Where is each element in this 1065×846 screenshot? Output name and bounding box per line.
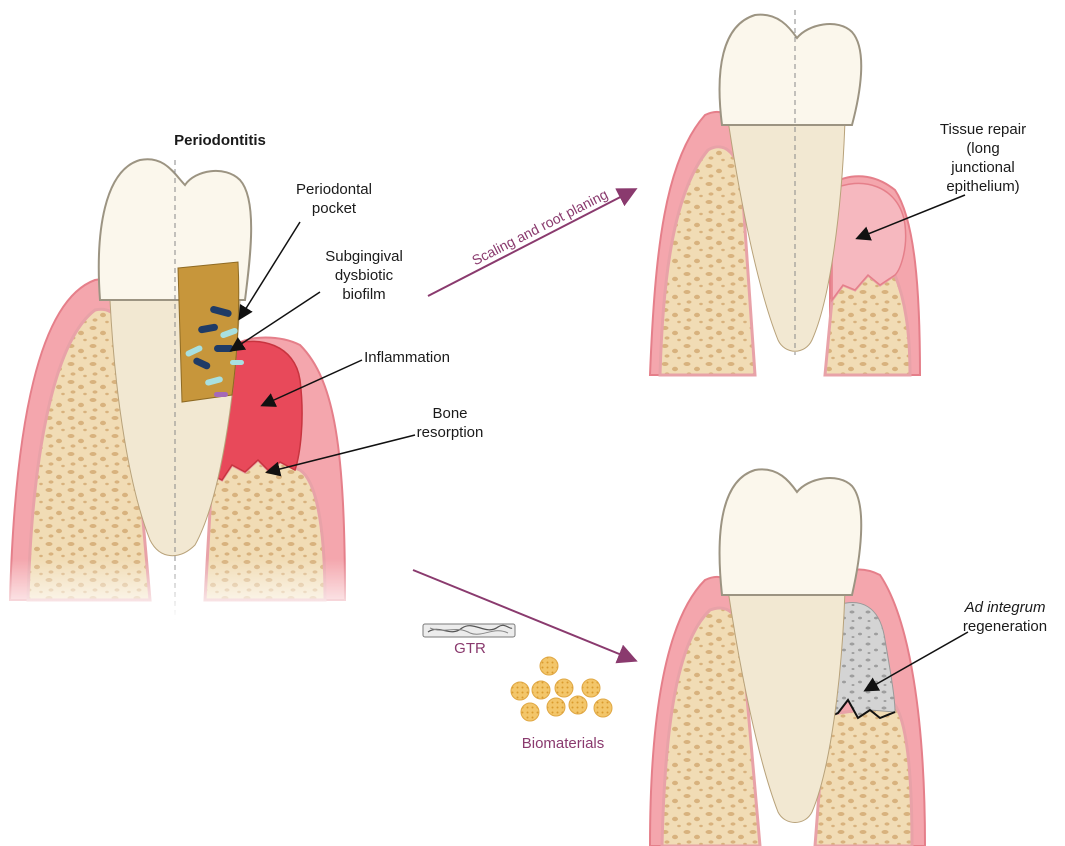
label-regeneration-italic: Ad integrum — [945, 598, 1065, 617]
label-biomaterials: Biomaterials — [508, 734, 618, 753]
label-gtr: GTR — [440, 639, 500, 658]
label-periodontal-pocket: Periodontal pocket — [279, 180, 389, 218]
regeneration-illustration — [650, 469, 925, 846]
label-regeneration: Ad integrum regeneration — [945, 598, 1065, 636]
biomaterials-icon — [511, 657, 612, 721]
label-bone-resorption: Bone resorption — [400, 404, 500, 442]
gtr-membrane-icon — [423, 624, 515, 637]
label-biofilm: Subgingival dysbiotic biofilm — [309, 247, 419, 304]
label-regeneration-rest: regeneration — [945, 617, 1065, 636]
label-tissue-repair: Tissue repair (long junctional epitheliu… — [928, 120, 1038, 196]
periodontitis-illustration — [0, 159, 360, 620]
tissue-repair-illustration — [650, 10, 920, 375]
label-inflammation: Inflammation — [347, 348, 467, 367]
periodontitis-title: Periodontitis — [160, 131, 280, 150]
